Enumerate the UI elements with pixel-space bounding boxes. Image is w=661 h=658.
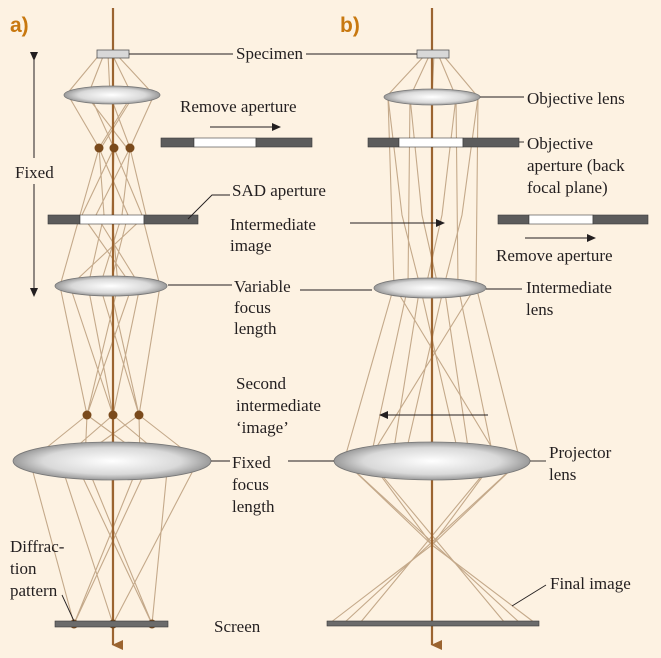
panel-a-fixed-bg: [12, 158, 66, 184]
panel-b-objective-aperture: [367, 137, 520, 148]
final-image-label: Final image: [550, 574, 631, 593]
panel-b-final-image-screen: [326, 620, 540, 627]
fixed-focus-line1: Fixed: [232, 453, 271, 472]
variable-focus-line1: Variable: [234, 277, 291, 296]
objective-aperture-line1: Objective: [527, 134, 593, 153]
diffraction-line2: tion: [10, 559, 37, 578]
panel-a-specimen: [96, 49, 130, 59]
panel-a: a): [10, 8, 326, 650]
diffraction-line1: Diffrac-: [10, 537, 65, 556]
panel-a-objective-lens: [63, 85, 161, 105]
panel-b: b): [288, 8, 649, 650]
panel-b-sad-aperture: [497, 214, 649, 225]
screen-label: Screen: [214, 617, 261, 636]
panel-b-specimen: [416, 49, 450, 59]
panel-a-variable-lens: [54, 275, 168, 297]
diffraction-line3: pattern: [10, 581, 58, 600]
objective-lens-label: Objective lens: [527, 89, 625, 108]
intermediate-image-line2: image: [230, 236, 272, 255]
fixed-focus-line2: focus: [232, 475, 269, 494]
second-intermediate-line2: intermediate: [236, 396, 321, 415]
panel-a-screen: [54, 620, 169, 628]
objective-aperture-line3: focal plane): [527, 178, 608, 197]
second-intermediate-line1: Second: [236, 374, 287, 393]
fixed-focus-line3: length: [232, 497, 275, 516]
panel-a-sad-aperture: [47, 214, 199, 225]
sad-aperture-label: SAD aperture: [232, 181, 326, 200]
intermediate-lens-line2: lens: [526, 300, 553, 319]
panel-b-objective-lens: [383, 88, 481, 106]
panel-a-objective-aperture: [160, 137, 313, 148]
variable-focus-line2: focus: [234, 298, 271, 317]
intermediate-lens-line1: Intermediate: [526, 278, 612, 297]
projector-lens-line1: Projector: [549, 443, 612, 462]
panel-b-label: b): [340, 14, 360, 37]
second-intermediate-line3: ‘image’: [236, 418, 289, 437]
specimen-label: Specimen: [236, 44, 304, 63]
panel-b-remove-aperture-label: Remove aperture: [496, 246, 613, 265]
intermediate-image-line1: Intermediate: [230, 215, 316, 234]
panel-a-projector-lens: [12, 441, 212, 481]
panel-a-leader-lines: [61, 53, 233, 622]
panel-b-intermediate-lens: [373, 277, 487, 299]
panel-a-remove-aperture-label: Remove aperture: [180, 97, 297, 116]
panel-a-label: a): [10, 14, 29, 37]
projector-lens-line2: lens: [549, 465, 576, 484]
panel-b-projector-lens: [333, 441, 531, 481]
variable-focus-line3: length: [234, 319, 277, 338]
objective-aperture-line2: aperture (back: [527, 156, 625, 175]
panel-a-fixed-label: Fixed: [15, 163, 54, 182]
panel-b-leader-lines: [288, 53, 547, 607]
